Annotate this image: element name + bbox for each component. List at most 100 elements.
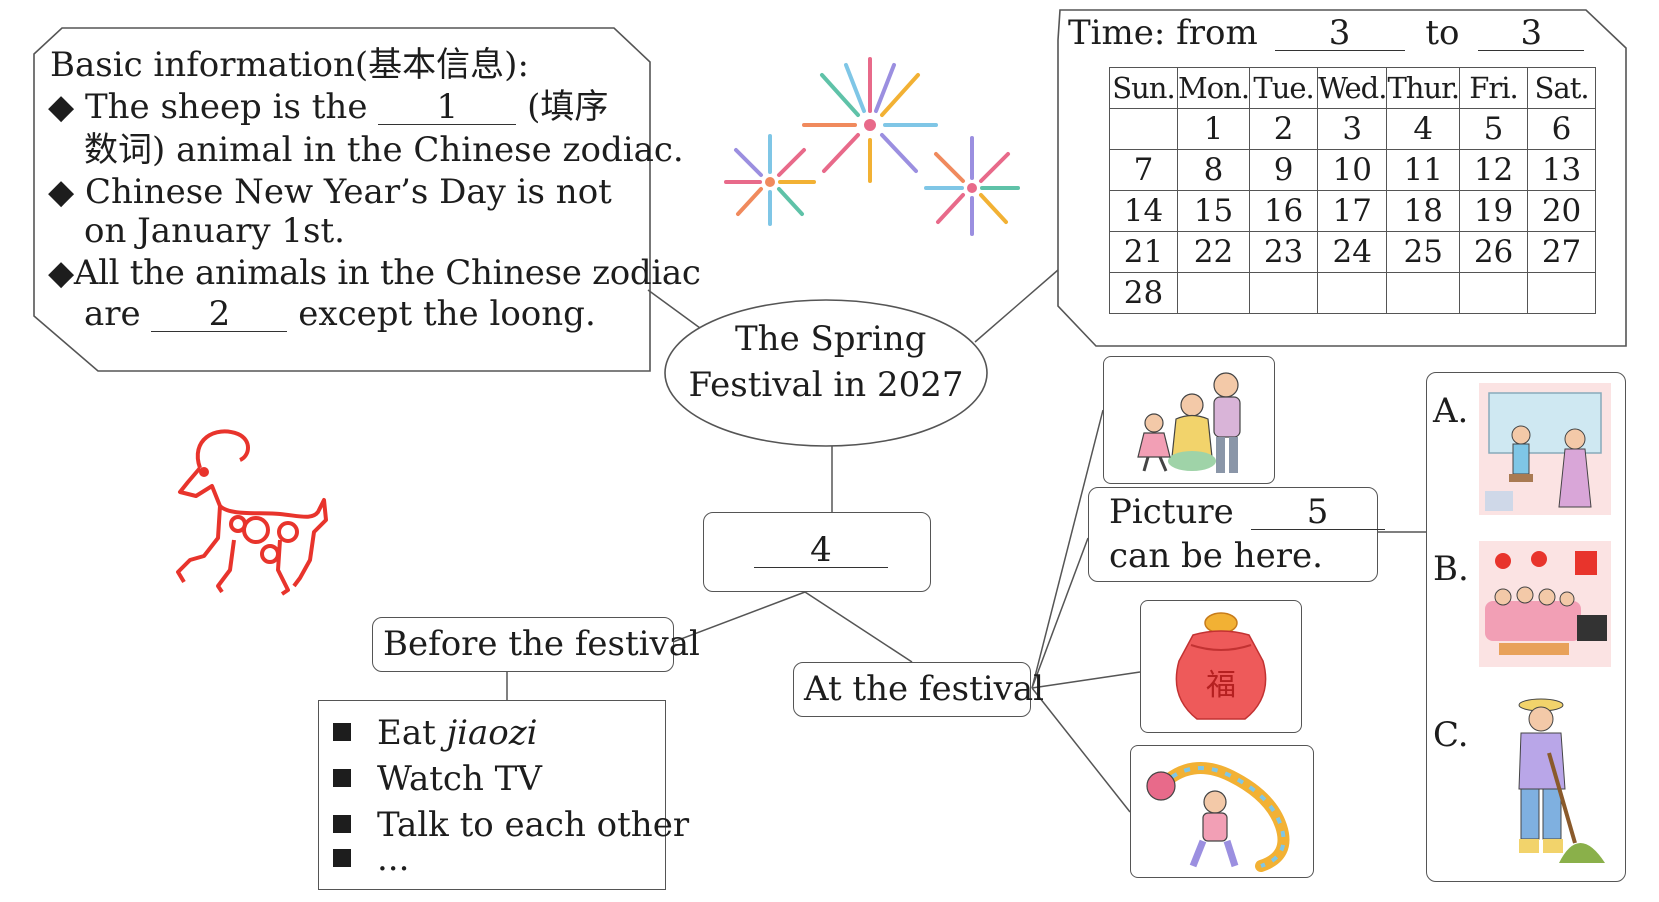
- calendar-cell: [1459, 272, 1529, 314]
- calendar-cell: 19: [1459, 190, 1529, 232]
- basic-info-box: Basic information(基本信息): ◆ The sheep is …: [34, 28, 701, 372]
- time-label: Time: from: [1068, 13, 1258, 53]
- calendar-cell: 24: [1317, 231, 1388, 273]
- square-bullet-icon: [333, 815, 351, 833]
- weekday-header: Wed.: [1317, 67, 1387, 109]
- b1-pre-text: The sheep is the: [84, 87, 368, 127]
- options-panel: A. B. C.: [1426, 372, 1626, 882]
- calendar-cell: 8: [1176, 149, 1251, 191]
- calendar-frame: [1057, 9, 1627, 347]
- sheep-papercut-icon: [176, 429, 328, 596]
- list-item-text: Talk to each other: [377, 805, 690, 845]
- blank-3-from[interactable]: 3: [1274, 16, 1405, 51]
- cleaning-window-illustration: [1485, 392, 1602, 511]
- at-festival-box: At the festival: [793, 662, 1044, 717]
- blank-1[interactable]: 1: [378, 90, 517, 125]
- calendar-cell: [1386, 272, 1461, 314]
- picture-label: Picture: [1109, 492, 1234, 532]
- list-item: Talk to each other: [333, 805, 689, 845]
- weekday-header: Mon.: [1176, 67, 1250, 109]
- line-activities-before: [672, 591, 806, 643]
- activities-box: 4: [703, 512, 931, 592]
- calendar-cell: 11: [1386, 149, 1461, 191]
- calendar-cell: 10: [1317, 149, 1388, 191]
- dragon-dance-illustration: [1146, 762, 1290, 872]
- calendar-cell: 15: [1176, 190, 1251, 232]
- calendar-cell: 17: [1317, 190, 1388, 232]
- calendar-cell: 16: [1249, 190, 1319, 232]
- line-at-pic1: [1031, 409, 1104, 689]
- blank-5[interactable]: 5: [1250, 495, 1385, 530]
- blank-2[interactable]: 2: [151, 297, 288, 332]
- list-item-text: Watch TV: [377, 759, 542, 799]
- calendar-cell: 4: [1386, 108, 1461, 150]
- calendar-cell: 5: [1459, 108, 1529, 150]
- blank-4[interactable]: 4: [754, 533, 888, 568]
- red-envelope-picture: 福: [1140, 600, 1302, 733]
- calendar-cell: 23: [1249, 231, 1319, 273]
- firework-left: [724, 134, 816, 226]
- calendar-cell: 7: [1109, 149, 1178, 191]
- line-center-calendar: [974, 269, 1059, 343]
- basic-info-bullet-1: ◆ The sheep is the 1 (填序: [48, 87, 608, 127]
- blank-3-to[interactable]: 3: [1478, 16, 1585, 51]
- weekday-header: Sat.: [1527, 67, 1597, 109]
- list-item: ...: [333, 839, 409, 879]
- calendar-cell: 13: [1527, 149, 1597, 191]
- time-line: Time: from 3 to 3: [1068, 13, 1585, 53]
- calendar-cell: [1527, 272, 1597, 314]
- line-basic-center: [647, 289, 701, 329]
- option-a-label: A.: [1433, 391, 1469, 431]
- calendar-cell: 2: [1249, 108, 1319, 150]
- b3-line2: are 2 except the loong.: [84, 294, 596, 334]
- line-at-pic2: [1031, 671, 1141, 689]
- diamond-icon: ◆: [48, 87, 75, 127]
- b2-line1: Chinese New Year’s Day is not: [84, 172, 612, 212]
- calendar-cell: 28: [1109, 272, 1178, 314]
- basic-info-bullet-2: ◆ Chinese New Year’s Day is not: [48, 172, 612, 212]
- list-item-text: ...: [377, 839, 410, 879]
- b3-pre: are: [84, 294, 141, 334]
- basic-info-bullet-3: ◆All the animals in the Chinese zodiac: [48, 253, 701, 293]
- line-at-pic3: [1031, 687, 1131, 813]
- calendar-cell: 1: [1176, 108, 1251, 150]
- before-festival-label: Before the festival: [383, 624, 700, 664]
- dragon-dance-picture: [1130, 745, 1314, 878]
- calendar-cell: 9: [1249, 149, 1319, 191]
- calendar-cell: 20: [1527, 190, 1597, 232]
- b1-line2: 数词) animal in the Chinese zodiac.: [84, 130, 684, 170]
- list-item: Watch TV: [333, 759, 542, 799]
- lucky-bag-icon: 福: [1175, 612, 1267, 720]
- option-c-picture[interactable]: [1479, 693, 1611, 869]
- b3-post: except the loong.: [298, 294, 596, 334]
- basic-info-title: Basic information(基本信息):: [50, 45, 529, 85]
- family-illustration: [1137, 372, 1241, 473]
- calendar-cell: 25: [1386, 231, 1461, 273]
- list-item: Eat jiaozi: [333, 713, 538, 753]
- calendar-cell: 27: [1527, 231, 1597, 273]
- b3-line1: All the animals in the Chinese zodiac: [73, 253, 701, 293]
- calendar-cell: 26: [1459, 231, 1529, 273]
- basic-info-frame: [33, 27, 651, 372]
- diamond-icon: ◆: [48, 172, 75, 212]
- line-activities-at: [804, 591, 913, 663]
- calendar-header-row: Sun. Mon. Tue. Wed. Thur. Fri. Sat.: [1109, 67, 1597, 109]
- line-at-picture: [1031, 537, 1089, 689]
- option-b-picture[interactable]: [1479, 541, 1611, 667]
- at-festival-label: At the festival: [804, 669, 1044, 709]
- option-a-picture[interactable]: [1479, 383, 1611, 515]
- calendar-cell: [1317, 272, 1388, 314]
- weekday-header: Sun.: [1109, 67, 1178, 109]
- weekday-header: Thur.: [1386, 67, 1461, 109]
- diamond-icon: ◆: [48, 253, 74, 293]
- square-bullet-icon: [333, 723, 351, 741]
- calendar-cell: 14: [1109, 190, 1178, 232]
- calendar-cell: [1109, 108, 1178, 150]
- calendar-cell: 22: [1176, 231, 1251, 273]
- calendar-cell: 12: [1459, 149, 1529, 191]
